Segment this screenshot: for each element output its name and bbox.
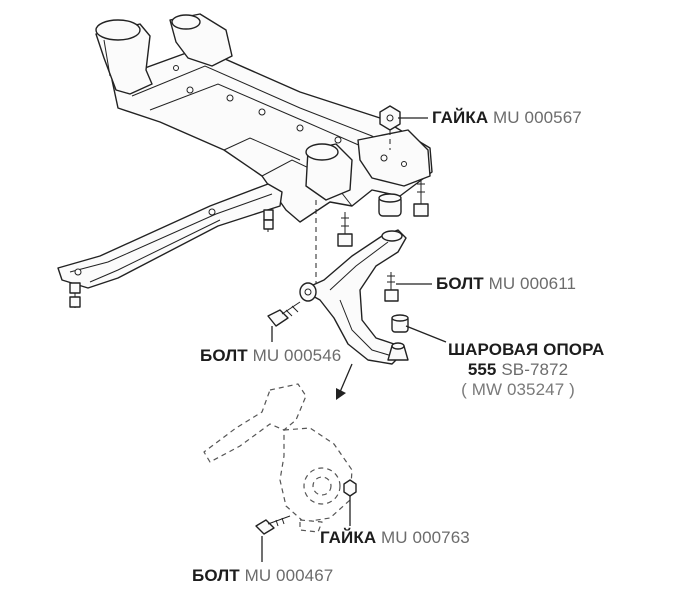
bolt-left: [267, 301, 301, 327]
stiffener-bolt-right: [263, 209, 274, 232]
label-code: SB-7872: [501, 360, 569, 379]
assembly-arrow: [336, 363, 353, 400]
label-bolt-arm: БОЛТ MU 000611: [436, 274, 576, 294]
nut-knuckle: [343, 479, 357, 497]
leader-ball-joint: [405, 325, 447, 343]
label-name: ГАЙКА: [432, 108, 489, 127]
bushing-upper: [378, 193, 402, 217]
label-bolt-knuckle: БОЛТ MU 000467: [192, 566, 333, 586]
stiffener-bar: [57, 183, 283, 289]
label-code: MU 000467: [244, 566, 334, 585]
label-code: MU 000567: [493, 108, 582, 127]
label-bolt-left: БОЛТ MU 000546: [200, 346, 341, 366]
label-code: MU 000763: [381, 528, 470, 547]
arm-bushing: [391, 314, 409, 333]
bolt-knuckle: [255, 515, 291, 535]
label-name: БОЛТ: [192, 566, 240, 585]
front-subframe: [95, 13, 433, 223]
label-nut-top: ГАЙКА MU 000567: [432, 108, 582, 128]
nut-top: [379, 105, 401, 131]
lower-control-arm: [299, 229, 407, 365]
steering-knuckle: [203, 383, 353, 533]
bolt-right-subframe: [413, 180, 429, 217]
label-code-prefix: 555: [467, 360, 497, 379]
ball-joint: [387, 342, 409, 361]
stiffener-bolt-left: [69, 282, 81, 308]
label-name: ШАРОВАЯ ОПОРА: [448, 340, 605, 359]
label-name: БОЛТ: [200, 346, 248, 365]
label-code: MU 000546: [252, 346, 342, 365]
label-alt-code: ( MW 035247 ): [461, 380, 575, 399]
label-nut-knuckle: ГАЙКА MU 000763: [320, 528, 470, 548]
bolt-arm: [384, 272, 399, 302]
label-ball-joint: ШАРОВАЯ ОПОРА 555 SB-7872 ( MW 035247 ): [448, 340, 605, 400]
bolt-center-subframe: [337, 212, 353, 247]
label-name: ГАЙКА: [320, 528, 377, 547]
label-name: БОЛТ: [436, 274, 484, 293]
label-code: MU 000611: [488, 274, 577, 293]
